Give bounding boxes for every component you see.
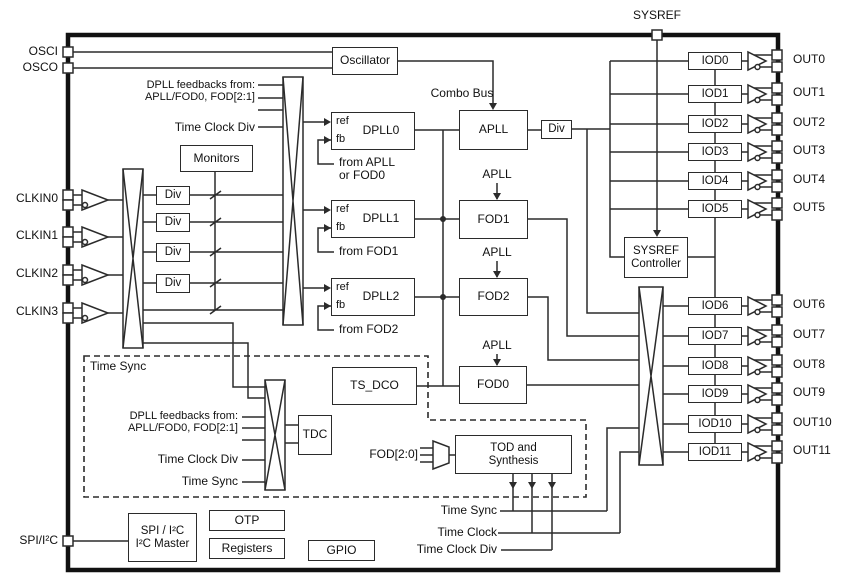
iod5-block: IOD5 [688, 200, 742, 218]
otp-block: OTP [209, 510, 285, 531]
time-sync-label-bottom: Time Sync [440, 503, 497, 517]
dpll2-ref-label: ref [336, 281, 349, 293]
tdc-block: TDC [298, 415, 332, 455]
pin-label-clkin0: CLKIN0 [15, 191, 58, 205]
dpll2-fb-source-label: from FOD2 [339, 322, 399, 336]
pin-label-clkin3: CLKIN3 [15, 304, 58, 318]
clkin-divider-1: Div [156, 213, 190, 232]
spi-i2c-master-block: SPI / I²C I²C Master [128, 513, 197, 562]
clkin-divider-2: Div [156, 243, 190, 262]
pin-label-out11: OUT11 [793, 443, 831, 457]
time-clock-div-label-bottom: Time Clock Div [416, 542, 497, 556]
dpll1-ref-label: ref [336, 203, 349, 215]
iod3-block: IOD3 [688, 143, 742, 161]
iod9-block: IOD9 [688, 385, 742, 403]
pin-label-out0: OUT0 [793, 52, 826, 66]
pin-pads [62, 29, 783, 547]
pin-label-clkin1: CLKIN1 [15, 228, 58, 242]
iod6-block: IOD6 [688, 297, 742, 315]
apll-source-label-fod2: APLL [482, 245, 512, 259]
oscillator-block: Oscillator [332, 47, 398, 75]
pin-label-out4: OUT4 [793, 172, 826, 186]
dpll0-block: ref fb DPLL0 [331, 112, 415, 150]
iod4-block: IOD4 [688, 172, 742, 190]
iod1-block: IOD1 [688, 85, 742, 103]
fod0-block: FOD0 [459, 366, 527, 404]
time-sync-region-title: Time Sync [90, 359, 147, 373]
tod-synthesis-block: TOD and Synthesis [455, 435, 572, 474]
dpll1-fb-label: fb [336, 221, 346, 233]
pin-label-out10: OUT10 [793, 415, 832, 429]
pin-label-osco: OSCO [22, 60, 58, 74]
clkin-divider-0: Div [156, 186, 190, 205]
apll-source-label-fod1: APLL [482, 167, 512, 181]
clkin-buffer-icons [81, 188, 111, 325]
fod20-label: FOD[2:0] [369, 447, 418, 461]
dpll-feedbacks-label-ts: DPLL feedbacks from: APLL/FOD0, FOD[2:1] [127, 410, 238, 435]
monitors-block: Monitors [180, 145, 253, 172]
sysref-controller-block: SYSREF Controller [624, 237, 688, 278]
iod8-block: IOD8 [688, 357, 742, 375]
dpll0-fb-label: fb [336, 133, 346, 145]
apll-block: APLL [459, 110, 528, 150]
fod1-block: FOD1 [459, 200, 528, 239]
wires-timesync [73, 416, 639, 551]
chip-border [65, 32, 781, 573]
iod7-block: IOD7 [688, 327, 742, 345]
pin-label-out3: OUT3 [793, 143, 826, 157]
pin-label-spi: SPI/I²C [19, 533, 58, 547]
pin-label-out1: OUT1 [793, 85, 826, 99]
combo-bus-label: Combo Bus [430, 86, 494, 100]
dpll2-block: ref fb DPLL2 [331, 278, 415, 316]
fod-select-mux [432, 439, 450, 471]
wires-right [663, 54, 772, 459]
ts-dco-block: TS_DCO [332, 367, 417, 405]
apll-source-label-fod0: APLL [482, 338, 512, 352]
iod11-block: IOD11 [688, 443, 742, 461]
dpll1-block: ref fb DPLL1 [331, 200, 415, 238]
registers-block: Registers [209, 538, 285, 559]
output-buffer-icons [747, 50, 768, 463]
time-sync-label-ts: Time Sync [181, 474, 238, 488]
dpll0-label: DPLL0 [362, 123, 400, 138]
dpll2-fb-label: fb [336, 299, 346, 311]
pin-label-out8: OUT8 [793, 357, 826, 371]
pin-label-out7: OUT7 [793, 327, 826, 341]
gpio-block: GPIO [308, 540, 375, 561]
pin-label-osci: OSCI [28, 44, 58, 58]
iod2-block: IOD2 [688, 115, 742, 133]
pin-label-out6: OUT6 [793, 297, 826, 311]
mux-symbols [122, 76, 664, 491]
wires-left [73, 84, 334, 399]
dpll1-label: DPLL1 [362, 211, 400, 226]
pin-label-out9: OUT9 [793, 385, 826, 399]
pin-label-out2: OUT2 [793, 115, 826, 129]
apll-post-divider-block: Div [541, 120, 572, 139]
iod10-block: IOD10 [688, 415, 742, 433]
pin-label-out5: OUT5 [793, 200, 826, 214]
fod2-block: FOD2 [459, 278, 528, 316]
dpll0-ref-label: ref [336, 115, 349, 127]
time-sync-dashed-region [83, 355, 587, 498]
time-clock-div-label-top: Time Clock Div [174, 120, 255, 134]
arrowheads [324, 103, 661, 489]
wires-top [73, 40, 688, 387]
dpll0-fb-source-label: from APLL or FOD0 [339, 155, 396, 183]
dpll-feedbacks-label-top: DPLL feedbacks from: APLL/FOD0, FOD[2:1] [144, 79, 255, 104]
dpll1-fb-source-label: from FOD1 [339, 244, 399, 258]
clkin-divider-3: Div [156, 274, 190, 293]
pin-label-sysref: SYSREF [632, 8, 681, 22]
iod0-block: IOD0 [688, 52, 742, 70]
pin-label-clkin2: CLKIN2 [15, 266, 58, 280]
dpll2-label: DPLL2 [362, 289, 400, 304]
time-clock-label-bottom: Time Clock [437, 525, 497, 539]
time-clock-div-label-ts: Time Clock Div [157, 452, 238, 466]
